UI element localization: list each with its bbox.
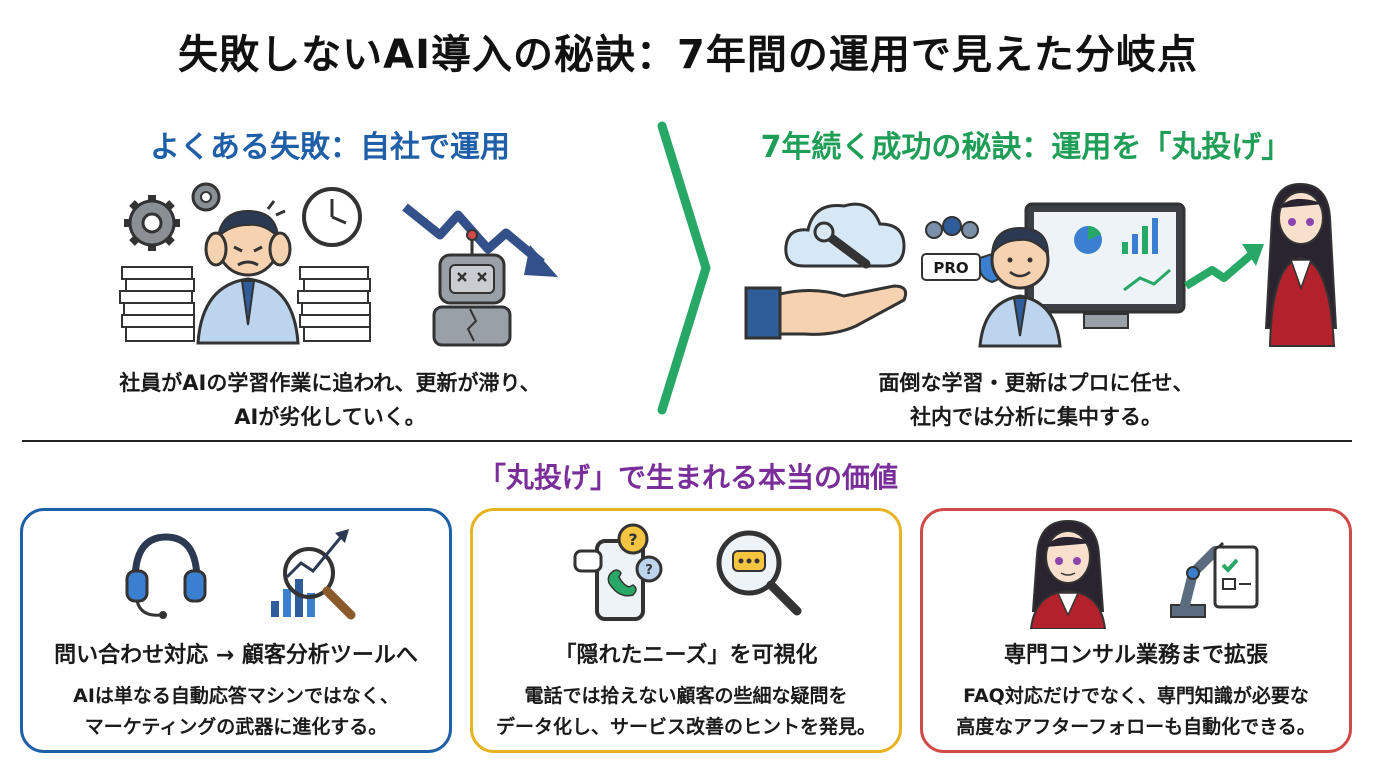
magnifier-chart-icon xyxy=(267,523,367,623)
success-caption-line2: 社内では分析に集中する。 xyxy=(910,405,1162,429)
cloud-wrench-icon xyxy=(784,202,906,269)
gear-icon xyxy=(124,182,221,251)
value-card-analytics: 問い合わせ対応 → 顧客分析ツールへ AIは単なる自動応答マシンではなく、 マー… xyxy=(20,508,452,753)
success-heading: 7年続く成功の秘訣：運用を「丸投げ」 xyxy=(760,130,1292,165)
card-body: AIは単なる自動応答マシンではなく、 マーケティングの武器に進化する。 xyxy=(23,681,449,743)
value-card-consulting: 専門コンサル業務まで拡張 FAQ対応だけでなく、専門知識が必要な 高度なアフター… xyxy=(920,508,1352,753)
value-heading: 「丸投げ」で生まれる本当の価値 xyxy=(477,461,898,494)
mascot-character-icon xyxy=(1023,515,1113,629)
success-caption-line1: 面倒な学習・更新はプロに任せ、 xyxy=(878,371,1194,395)
stressed-worker-icon xyxy=(196,200,300,345)
card-body-line1: 電話では拾えない顧客の些細な疑問を xyxy=(524,685,848,707)
svg-text:?: ? xyxy=(628,530,637,549)
failure-caption: 社員がAIの学習作業に追われ、更新が滞り、 AIが劣化していく。 xyxy=(40,366,620,434)
card-body: 電話では拾えない顧客の些細な疑問を データ化し、サービス改善のヒントを発見。 xyxy=(473,681,899,743)
chevron-divider-icon xyxy=(650,118,720,418)
failure-heading: よくある失敗：自社で運用 xyxy=(150,130,510,165)
failure-caption-line1: 社員がAIの学習作業に追われ、更新が滞り、 xyxy=(119,371,541,395)
analytics-monitor-icon xyxy=(1024,202,1186,329)
magnifier-chat-icon xyxy=(709,523,809,623)
success-caption: 面倒な学習・更新はプロに任せ、 社内では分析に集中する。 xyxy=(756,366,1316,434)
broken-robot-icon xyxy=(432,229,512,347)
card-body-line2: 高度なアフターフォローも自動化できる。 xyxy=(956,716,1316,738)
card-body-line2: マーケティングの武器に進化する。 xyxy=(84,716,388,738)
paper-stack-icon xyxy=(119,266,371,342)
headset-icon xyxy=(121,525,211,621)
up-trend-arrow-icon xyxy=(1183,244,1264,290)
offering-hand-icon xyxy=(744,284,908,340)
card-title: 専門コンサル業務まで拡張 xyxy=(1003,643,1268,668)
value-card-hidden-needs: ? ? 「隠れたニーズ」を可視化 電話では拾えない顧客の些細な疑問を データ化し… xyxy=(470,508,902,753)
card-title: 「隠れたニーズ」を可視化 xyxy=(554,643,818,668)
mascot-character-icon xyxy=(1264,182,1338,347)
pro-label: PRO xyxy=(933,259,968,277)
section-divider xyxy=(22,440,1352,442)
card-body-line1: FAQ対応だけでなく、専門知識が必要な xyxy=(963,685,1309,707)
clock-icon xyxy=(302,187,362,247)
failure-illustration xyxy=(110,175,580,350)
card-title: 問い合わせ対応 → 顧客分析ツールへ xyxy=(54,643,418,668)
page-title: 失敗しないAI導入の秘訣：7年間の運用で見えた分岐点 xyxy=(178,32,1198,78)
svg-text:?: ? xyxy=(645,563,653,578)
card-body-line2: データ化し、サービス改善のヒントを発見。 xyxy=(495,716,876,738)
smartphone-chat-icon: ? ? xyxy=(573,523,673,623)
card-body-line1: AIは単なる自動応答マシンではなく、 xyxy=(73,685,399,707)
office-worker-icon xyxy=(978,226,1062,348)
card-body: FAQ対応だけでなく、専門知識が必要な 高度なアフターフォローも自動化できる。 xyxy=(923,681,1349,743)
failure-caption-line2: AIが劣化していく。 xyxy=(234,405,426,429)
success-illustration: PRO xyxy=(744,178,1344,350)
robot-arm-checklist-icon xyxy=(1163,521,1263,621)
